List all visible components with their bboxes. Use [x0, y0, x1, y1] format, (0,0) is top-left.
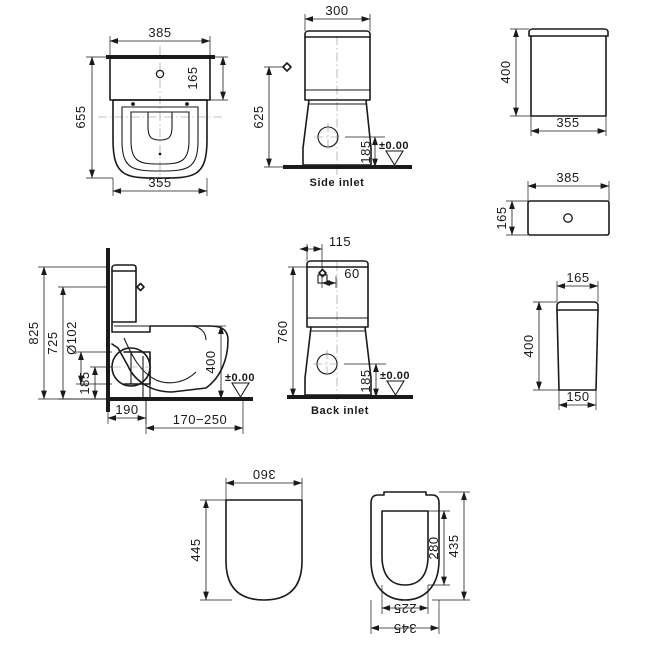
dim-text-185: 185: [358, 369, 373, 392]
dim-text-345: 345: [393, 621, 416, 636]
cistern-lid: [306, 260, 369, 268]
dim-text-datum: ±0.00: [225, 372, 255, 384]
cistern-lid: [528, 28, 609, 37]
dim-text-185: 185: [77, 371, 92, 394]
dim-text-760: 760: [275, 320, 290, 343]
bowl-centre-mark: [158, 152, 162, 156]
dim-text-150: 150: [566, 389, 589, 404]
dim-text-190: 190: [115, 402, 138, 417]
dim-text-165-right: 165: [185, 66, 200, 89]
view-cistern-front: 400 355: [498, 28, 609, 136]
view-front-side-inlet: 300 625 185 ±0.00 Side inlet: [251, 3, 412, 189]
seat-outer-outline: [370, 491, 440, 601]
view-bowl-plan: 360 445: [188, 467, 303, 601]
dim-text-355: 355: [556, 115, 579, 130]
dim-text-115: 115: [329, 234, 351, 249]
dim-text-825: 825: [26, 321, 41, 344]
dim-text-300: 300: [325, 3, 348, 18]
dim-text-360: 360: [252, 467, 275, 482]
dim-text-165: 165: [566, 270, 589, 285]
seat-fixing-hole-left: [131, 102, 135, 106]
datum-triangle: [231, 382, 250, 399]
dim-text-170-250: 170−250: [173, 412, 227, 427]
bowl-rim-outline: [130, 111, 190, 165]
cistern-body: [304, 36, 371, 101]
dim-text-385-top: 385: [148, 25, 171, 40]
dim-text-400: 400: [521, 334, 536, 357]
cistern-lid: [304, 30, 371, 38]
view-cistern-plan: 385 165: [494, 170, 610, 236]
cistern-body-outline: [530, 35, 607, 117]
dim-text-datum: ±0.00: [379, 140, 409, 152]
seat-opening-outline: [381, 510, 429, 586]
datum-triangle: [385, 150, 404, 167]
seat-fixing-hole-right: [185, 102, 189, 106]
view-label-back-inlet: Back inlet: [311, 405, 369, 417]
view-seat-plan: 435 280 225 345: [370, 491, 470, 636]
cistern-side-outline: [556, 309, 599, 391]
dim-text-60: 60: [344, 266, 359, 281]
seat-inner-outline: [121, 106, 199, 172]
dim-text-655-left: 655: [73, 105, 88, 128]
view-side-section: 825 725 Ø102 185 400 190 170−250 ±0: [26, 248, 255, 434]
dim-text-165: 165: [494, 206, 509, 229]
bowl-opening-outline: [147, 111, 173, 141]
view-front-back-inlet: 115 60 760 185 ±0.00 Back inlet: [275, 234, 413, 417]
view-cistern-side: 165 400 150: [521, 270, 599, 410]
dim-text-400: 400: [498, 60, 513, 83]
dim-text-355-bottom: 355: [148, 175, 171, 190]
seat-outer-outline: [112, 99, 208, 179]
datum-triangle: [386, 380, 405, 397]
inlet-marker: [136, 282, 145, 292]
dim-text-280: 280: [426, 536, 441, 559]
cistern-inlet-hole: [563, 213, 573, 223]
dim-text-datum: ±0.00: [380, 370, 410, 382]
view-plan-top-left: 385 165 655 355: [73, 25, 228, 196]
dim-text-225: 225: [393, 601, 416, 616]
dim-text-445: 445: [188, 538, 203, 561]
dim-text-625: 625: [251, 105, 266, 128]
cistern-body: [111, 270, 137, 323]
dim-text-400: 400: [203, 350, 218, 373]
cistern-lid: [556, 301, 599, 311]
dim-text-185: 185: [358, 140, 373, 163]
dim-text-dia102: Ø102: [64, 321, 79, 355]
seat-line: [114, 325, 207, 341]
view-label-side-inlet: Side inlet: [310, 177, 365, 189]
dim-text-435: 435: [446, 534, 461, 557]
dim-text-725: 725: [45, 331, 60, 354]
inlet-marker: [282, 62, 292, 72]
cistern-lid: [111, 264, 137, 272]
cistern-inlet-hole: [155, 69, 165, 79]
cistern-body: [306, 266, 369, 328]
cistern-plan-outline: [527, 200, 610, 236]
dim-text-385: 385: [556, 170, 579, 185]
bowl-plan-outline: [225, 499, 303, 601]
